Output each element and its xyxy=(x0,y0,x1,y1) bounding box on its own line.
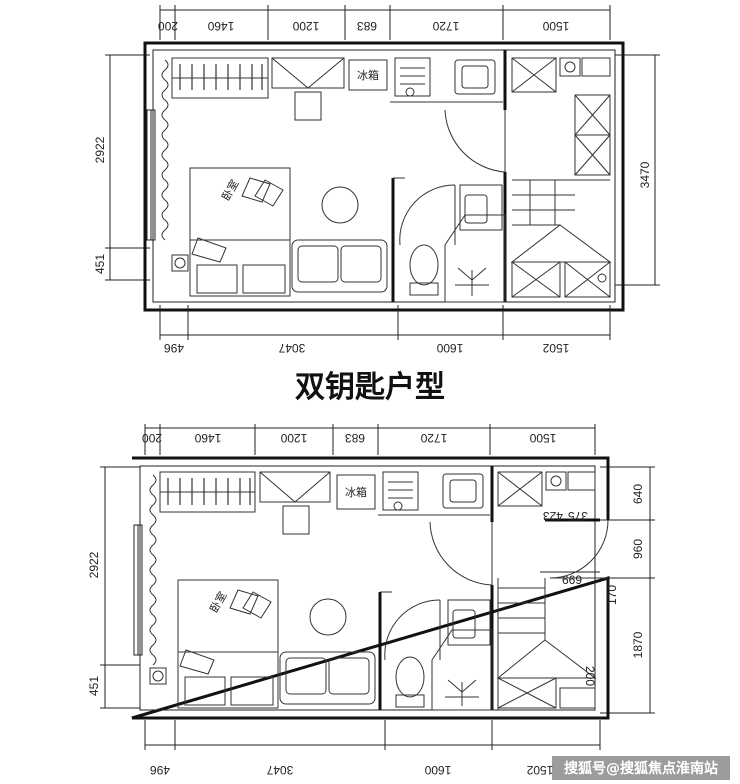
plan1-bottom-dim-3: 1600 xyxy=(436,341,463,355)
plan2-bottom-dim-2: 3047 xyxy=(266,763,293,777)
plan1-bottom-dim-1: 496 xyxy=(164,341,184,355)
plan1-top-dim-6: 1500 xyxy=(542,19,569,33)
plan1-top-dim-5: 1720 xyxy=(432,19,459,33)
floor-plan-2: 200 1460 1200 683 1720 1500 2922 451 640… xyxy=(87,424,655,777)
plan1-fridge-label: 冰箱 xyxy=(357,68,379,82)
plan2-fridge-label: 冰箱 xyxy=(345,485,367,499)
plan2-top-dim-2: 1460 xyxy=(194,431,221,445)
plan2-top-dim-4: 683 xyxy=(345,431,365,445)
plan2-top-dim-3: 1200 xyxy=(280,431,307,445)
plan1-left-dim-2: 451 xyxy=(93,254,107,274)
plan2-inner-dim-1: 423 xyxy=(543,509,563,523)
watermark-text: 搜狐号@搜狐焦点淮南站 xyxy=(564,760,718,777)
plan2-right-dim-1: 640 xyxy=(631,484,645,504)
floor-plan-1: 200 1460 1200 683 1720 1500 2922 451 347… xyxy=(93,5,660,355)
plan2-inner-dim-4: 170 xyxy=(605,585,619,605)
plan1-left-dim-1: 2922 xyxy=(93,136,107,163)
plan1-bottom-dim-4: 1502 xyxy=(542,341,569,355)
plan2-bottom-dim-3: 1600 xyxy=(424,763,451,777)
plan1-bottom-dim-2: 3047 xyxy=(278,341,305,355)
plan2-bottom-dim-4: 1502 xyxy=(526,763,553,777)
plan2-top-dim-1: 200 xyxy=(142,431,162,445)
plan-title: 双钥匙户型 xyxy=(295,370,445,405)
plan2-bedroom-label: 卧室 xyxy=(206,589,229,615)
plan1-top-dim-3: 1200 xyxy=(292,19,319,33)
plan1-top-dim-2: 1460 xyxy=(207,19,234,33)
plan2-top-dim-5: 1720 xyxy=(420,431,447,445)
plan2-inner-dim-5: 200 xyxy=(583,666,597,686)
plan1-bedroom-label: 卧室 xyxy=(218,177,241,203)
plan1-right-dim-1: 3470 xyxy=(638,161,652,188)
plan1-top-dim-1: 200 xyxy=(158,19,178,33)
plan2-left-dim-1: 2922 xyxy=(87,551,101,578)
plan2-left-dim-2: 451 xyxy=(87,676,101,696)
plan1-top-dim-4: 683 xyxy=(357,19,377,33)
plan2-right-dim-2: 960 xyxy=(631,539,645,559)
plan2-inner-dim-3: 669 xyxy=(562,573,582,587)
plan2-top-dim-6: 1500 xyxy=(529,431,556,445)
plan2-inner-dim-2: 375 xyxy=(568,509,588,523)
plan2-bottom-dim-1: 496 xyxy=(150,763,170,777)
plan2-right-dim-3: 1870 xyxy=(631,631,645,658)
